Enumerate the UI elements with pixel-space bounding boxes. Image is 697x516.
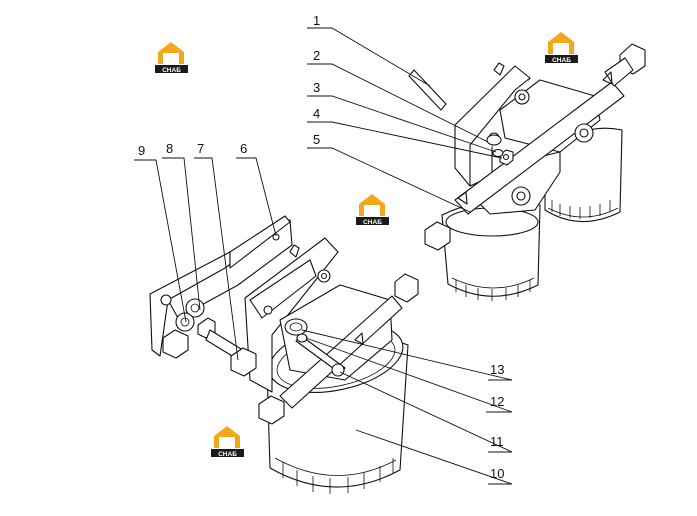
exploded-filter-unit	[149, 215, 419, 494]
svg-text:НЗ: НЗ	[554, 45, 568, 56]
callout-9: 9	[138, 143, 145, 158]
svg-text:НЗ: НЗ	[220, 439, 234, 450]
callout-5: 5	[313, 132, 320, 147]
callout-13: 13	[490, 362, 504, 377]
callout-10: 10	[490, 466, 504, 481]
svg-text:СНАБ: СНАБ	[162, 67, 181, 74]
svg-text:СНАБ: СНАБ	[218, 451, 237, 458]
callout-1: 1	[313, 13, 320, 28]
svg-text:СНАБ: СНАБ	[363, 219, 382, 226]
callout-7: 7	[197, 141, 204, 156]
svg-text:НЗ: НЗ	[164, 55, 178, 66]
callout-6: 6	[240, 141, 247, 156]
callout-2: 2	[313, 48, 320, 63]
watermark-logo: НЗ СНАБ	[356, 194, 389, 226]
svg-text:СНАБ: СНАБ	[552, 57, 571, 64]
watermark-logo: НЗ СНАБ	[545, 32, 578, 64]
callout-3: 3	[313, 80, 320, 95]
callout-4: 4	[313, 106, 320, 121]
svg-text:НЗ: НЗ	[365, 207, 379, 218]
callout-12: 12	[490, 394, 504, 409]
assembled-filter-unit	[408, 43, 646, 301]
callout-11: 11	[490, 434, 504, 449]
watermark-logo: НЗ СНАБ	[211, 426, 244, 458]
watermark-logo: НЗ СНАБ	[155, 42, 188, 74]
leader-lines	[134, 27, 513, 485]
callout-8: 8	[166, 141, 173, 156]
